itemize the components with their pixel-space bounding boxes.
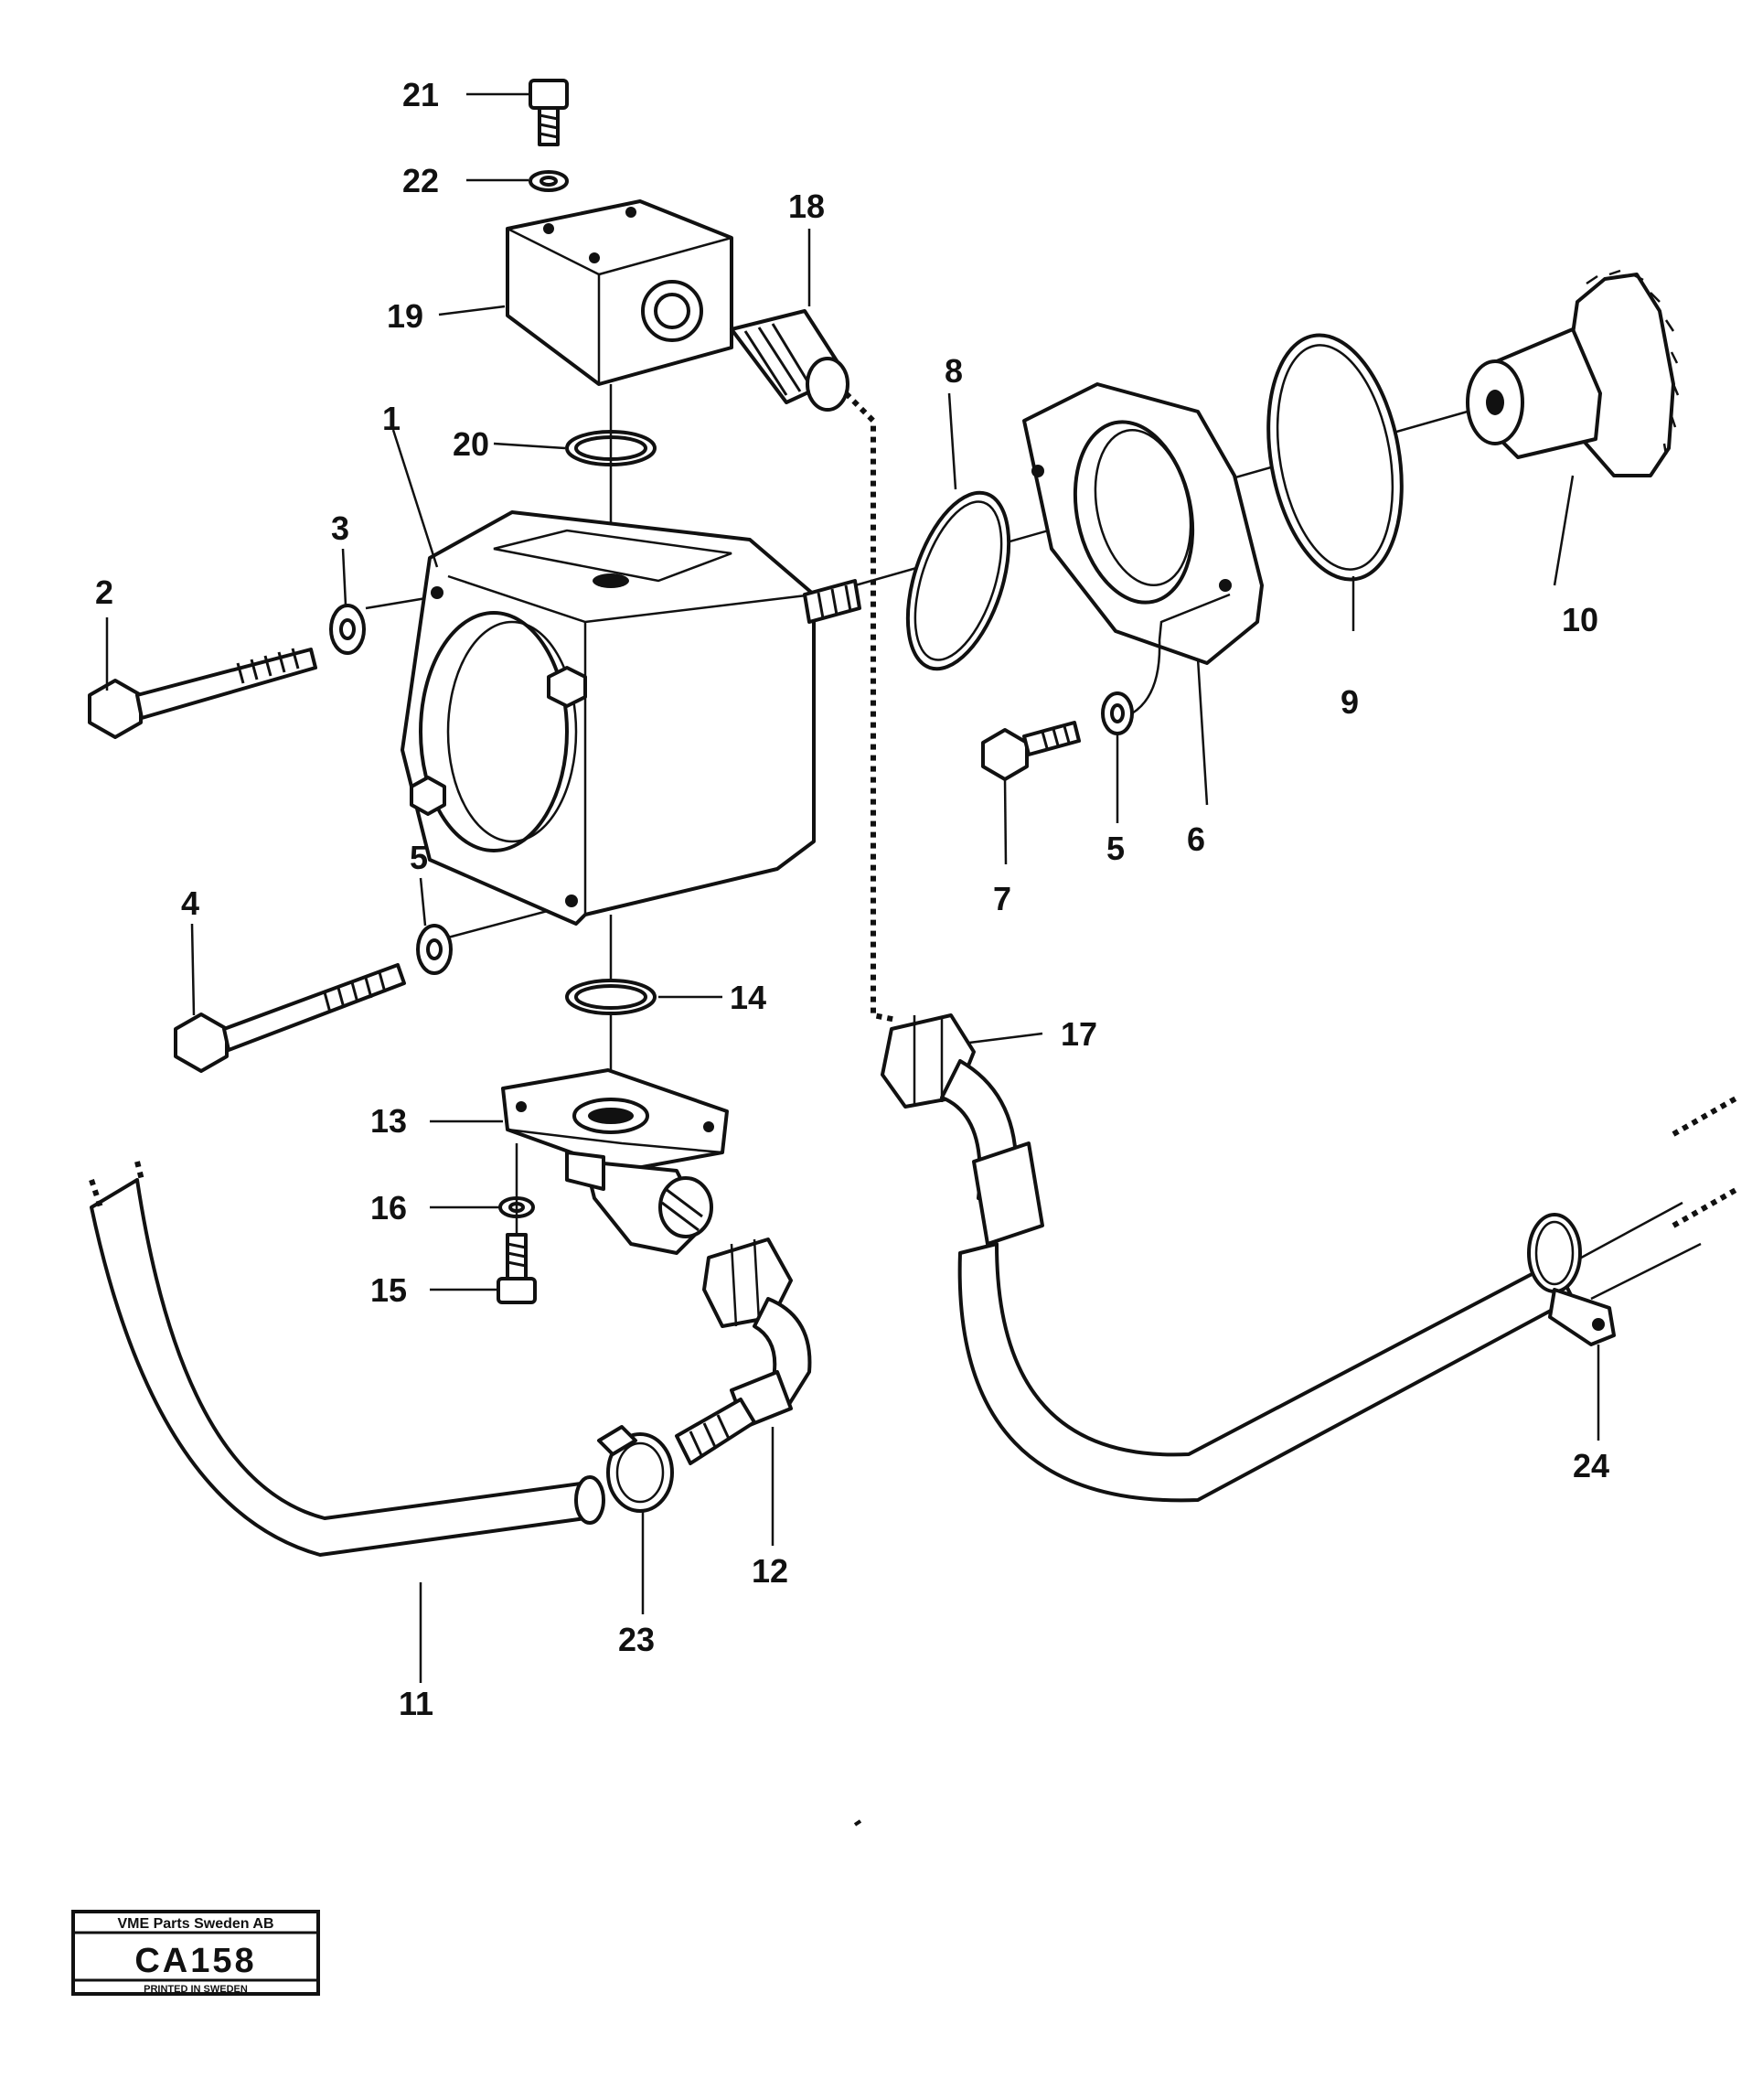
callout-18: 18	[788, 188, 825, 225]
bolt-2	[88, 648, 317, 739]
callout-4: 4	[181, 884, 199, 922]
callout-16: 16	[370, 1189, 407, 1227]
callout-3: 3	[331, 509, 349, 547]
callout-10: 10	[1562, 601, 1598, 638]
callout-5: 5	[410, 839, 428, 876]
pump-body-1	[401, 510, 861, 926]
leader-flange-washer	[1131, 593, 1231, 715]
flange-6	[1022, 382, 1264, 665]
callout-5b: 5	[1106, 830, 1125, 867]
washer-5-lower	[416, 924, 453, 975]
callout-11: 11	[399, 1685, 433, 1722]
washer-3	[329, 604, 366, 655]
callout-labels: 1 2 3 4 5 6 7 8 9 10 11 12 13 14 15 16 1…	[95, 76, 1609, 1722]
cover-13	[501, 1068, 729, 1255]
callout-9: 9	[1341, 683, 1359, 721]
callout-21: 21	[402, 76, 439, 113]
callout-7: 7	[993, 880, 1011, 917]
callout-14: 14	[730, 979, 766, 1016]
callout-8: 8	[945, 352, 963, 390]
callout-22: 22	[402, 162, 439, 199]
callout-17: 17	[1061, 1015, 1097, 1053]
callout-15: 15	[370, 1271, 407, 1309]
o-ring-9	[1266, 333, 1404, 582]
washer-22	[529, 170, 569, 192]
bolt-15	[497, 1233, 537, 1304]
callout-20: 20	[453, 425, 489, 463]
stray-mark	[853, 1819, 862, 1827]
callout-6: 6	[1187, 820, 1205, 858]
clamp-24	[1527, 1213, 1616, 1346]
callout-23: 23	[618, 1621, 655, 1658]
stamp-printed: PRINTED IN SWEDEN	[144, 1984, 248, 1995]
block-19	[506, 199, 733, 386]
bolt-7	[981, 721, 1081, 781]
parts-stamp: VME Parts Sweden AB CA158 PRINTED IN SWE…	[71, 1910, 320, 1996]
callout-24: 24	[1573, 1447, 1609, 1484]
washer-5-upper	[1101, 691, 1134, 735]
elbow-12	[675, 1238, 812, 1465]
callout-2: 2	[95, 573, 113, 611]
fitting-18	[730, 309, 849, 412]
leader-lines	[105, 92, 1600, 1683]
o-ring-8	[905, 490, 1011, 671]
stamp-code: CA158	[134, 1942, 256, 1980]
callout-1: 1	[382, 400, 401, 437]
callout-12: 12	[752, 1552, 788, 1590]
callout-13: 13	[370, 1102, 407, 1140]
hose-11	[89, 1161, 605, 1557]
dashed-connection-18-17	[843, 391, 897, 1023]
bolt-4	[174, 963, 406, 1073]
hose-clamp-23	[597, 1425, 674, 1513]
o-ring-14	[565, 979, 657, 1015]
stamp-company: VME Parts Sweden AB	[117, 1916, 273, 1932]
bolt-21	[529, 79, 569, 146]
callout-19: 19	[387, 297, 423, 335]
gear-10	[1466, 269, 1680, 477]
pipe-17	[881, 1013, 1739, 1503]
